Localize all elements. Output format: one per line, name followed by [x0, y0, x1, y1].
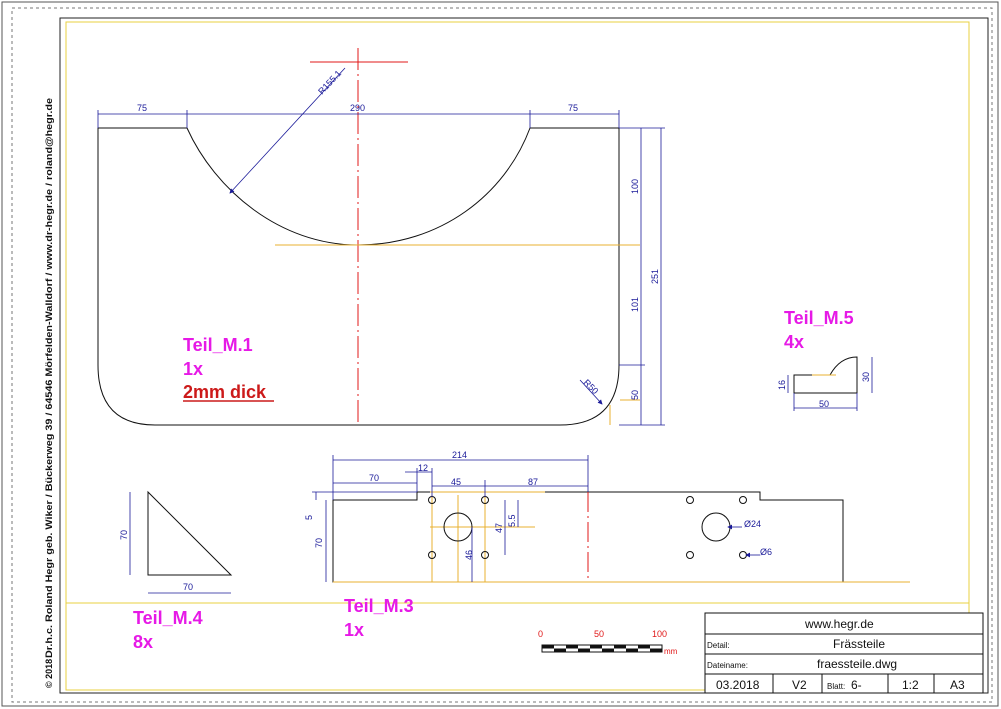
m3-dim-12-text: 12: [418, 463, 428, 473]
title-filename-value: fraessteile.dwg: [817, 657, 897, 671]
part-m3-name: Teil_M.3: [344, 596, 414, 616]
m1-dim-left: 75: [137, 103, 147, 113]
part-m4-name: Teil_M.4: [133, 608, 203, 628]
m4-dim-height: 70: [119, 530, 129, 540]
part-m1-drawing: 75 290 75 R155.1 100 101 251 50 R50 Teil…: [97, 48, 665, 426]
scale-bar: 0 50 100 mm: [538, 629, 678, 656]
title-format: A3: [950, 678, 965, 692]
dashed-border: [11, 7, 993, 703]
m3-hole-small: [481, 551, 489, 559]
m3-hole-large-text: Ø24: [744, 519, 761, 529]
title-scale: 1:2: [902, 678, 919, 692]
scale-tick-0: 0: [538, 629, 543, 639]
part-m1-note: 2mm dick: [183, 382, 267, 402]
part-m5-drawing: 50 16 30 Teil_M.5 4x: [777, 308, 873, 411]
part-m3-qty: 1x: [344, 620, 364, 640]
m1-dim-upper: 100: [630, 179, 640, 194]
m1-dim-corner: R50: [582, 377, 601, 396]
part-m1-name: Teil_M.1: [183, 335, 253, 355]
m3-dim-70-text: 70: [369, 473, 379, 483]
m3-dim-46-text: 46: [464, 550, 474, 560]
m3-hole-small: [428, 551, 436, 559]
title-detail-label: Detail:: [707, 641, 730, 650]
m5-dim-height-left: 16: [777, 380, 787, 390]
inner-frame: [65, 21, 970, 691]
sidebar-year: © 2018: [44, 659, 54, 688]
title-filename-label: Dateiname:: [707, 661, 748, 670]
m3-dim-47-text: 47: [494, 523, 504, 533]
part-m5-qty: 4x: [784, 332, 804, 352]
m1-dim-bottom: 50: [630, 390, 640, 400]
m4-dim-width: 70: [183, 582, 193, 592]
m3-dim-45-text: 45: [451, 477, 461, 487]
title-website: www.hegr.de: [804, 617, 874, 631]
m3-dim-5-text: 5: [304, 515, 314, 520]
m3-dim-55-text: 5.5: [507, 514, 517, 527]
title-block: www.hegr.de Detail: Frässteile Dateiname…: [704, 612, 984, 694]
m3-dim-87-text: 87: [528, 477, 538, 487]
m3-hole-small: [686, 551, 694, 559]
title-detail-value: Frässteile: [833, 637, 885, 651]
part-m3-drawing: 214 70 12 45 87 5 70 47 5.5 46 Ø24 Ø6 Te…: [304, 450, 910, 640]
part-m5-outline: [793, 356, 858, 394]
drawing-frame: [59, 17, 989, 694]
scale-tick-50: 50: [594, 629, 604, 639]
m1-corner-leader: [579, 379, 603, 405]
m1-dim-radius: R155.1: [316, 68, 343, 96]
sidebar-address: Dr.h.c. Roland Hegr geb. Wiker / Bückerw…: [44, 98, 54, 658]
m3-dim-overall-text: 214: [452, 450, 467, 460]
m1-dim-lower: 101: [630, 297, 640, 312]
part-m1-outline: [97, 127, 620, 426]
m3-hole-small: [739, 496, 747, 504]
m3-hole-large-right: [701, 512, 731, 542]
part-m5-name: Teil_M.5: [784, 308, 854, 328]
m3-hole-small: [739, 551, 747, 559]
m5-dim-height-right: 30: [861, 372, 871, 382]
title-sheet-value: 6-: [851, 678, 862, 692]
scale-unit: mm: [664, 647, 678, 656]
scale-tick-100: 100: [652, 629, 667, 639]
title-version: V2: [792, 678, 807, 692]
part-m4-drawing: 70 70 Teil_M.4 8x: [119, 490, 233, 652]
m5-dim-width: 50: [819, 399, 829, 409]
part-m1-qty: 1x: [183, 359, 203, 379]
m1-dim-center: 290: [350, 103, 365, 113]
m3-hole-small: [686, 496, 694, 504]
m3-hole-small-text: Ø6: [760, 547, 772, 557]
m1-dim-right: 75: [568, 103, 578, 113]
m1-radius-leader: [229, 67, 346, 194]
m3-dim-height-text: 70: [314, 538, 324, 548]
part-m4-qty: 8x: [133, 632, 153, 652]
title-date: 03.2018: [716, 678, 760, 692]
m1-dim-total: 251: [650, 269, 660, 284]
part-m4-outline: [147, 490, 233, 576]
title-sheet-label: Blatt:: [827, 682, 845, 691]
